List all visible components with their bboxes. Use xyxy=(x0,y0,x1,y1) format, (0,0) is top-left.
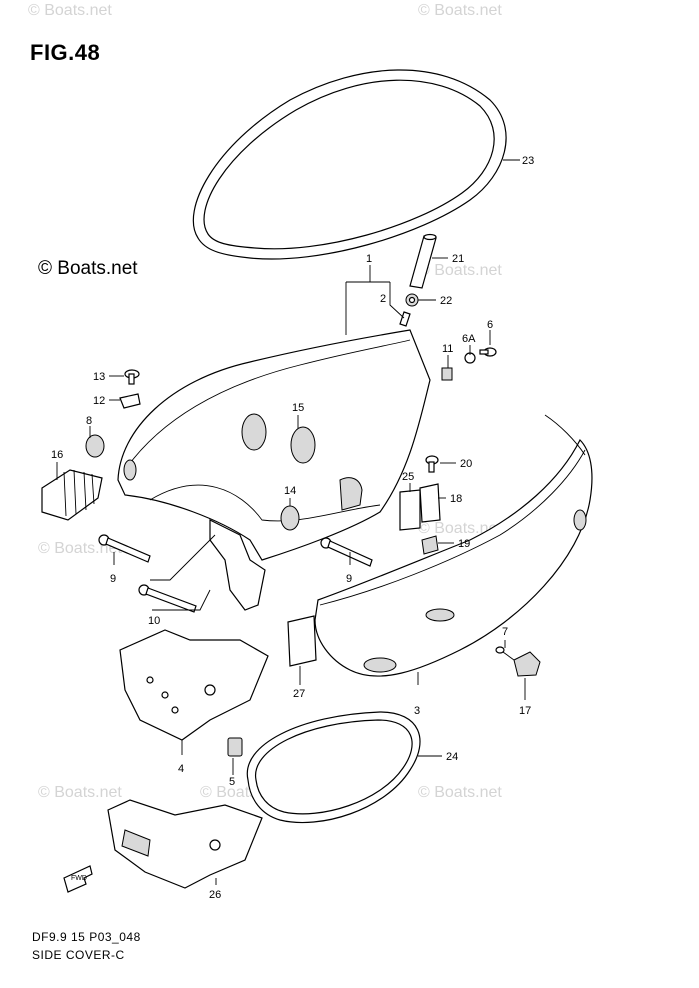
callout-19: 19 xyxy=(458,538,470,550)
seal-ring-24 xyxy=(246,711,421,824)
watermark: © Boats.net xyxy=(418,2,502,19)
watermark: © Boats.net xyxy=(418,784,502,801)
side-cover-left-1 xyxy=(117,329,431,561)
callout-13: 13 xyxy=(93,371,105,383)
callout-labels: 1 2 3 4 5 6 6A 7 8 9 9 10 11 12 13 14 15… xyxy=(51,155,534,901)
grommet-19 xyxy=(421,535,439,555)
callout-5: 5 xyxy=(229,776,235,788)
fwd-label: FWD xyxy=(71,875,87,882)
clip-25 xyxy=(399,489,421,531)
damper-17 xyxy=(513,651,541,677)
callout-9-left: 9 xyxy=(110,573,116,585)
callout-4: 4 xyxy=(178,763,184,775)
watermark: © Boats.net xyxy=(418,262,502,279)
callout-16: 16 xyxy=(51,449,63,461)
callout-23: 23 xyxy=(522,155,534,167)
drawing-code: DF9.9 15 P03_048 xyxy=(32,930,141,944)
callout-9-right: 9 xyxy=(346,573,352,585)
screw-13 xyxy=(124,369,140,385)
bolt-10 xyxy=(138,584,197,613)
callout-7: 7 xyxy=(502,626,508,638)
callout-11: 11 xyxy=(442,343,453,355)
callout-10: 10 xyxy=(148,615,160,627)
grommet-8 xyxy=(85,434,105,458)
screw-6 xyxy=(479,347,497,357)
screw-7 xyxy=(495,646,515,661)
callout-6A: 6A xyxy=(462,333,476,345)
drawing-name: SIDE COVER-C xyxy=(32,948,125,962)
callout-2: 2 xyxy=(380,293,386,305)
tube-21 xyxy=(409,233,437,289)
callout-3: 3 xyxy=(414,705,420,717)
callout-24: 24 xyxy=(446,751,458,763)
callout-1: 1 xyxy=(366,253,372,265)
callout-21: 21 xyxy=(452,253,464,265)
grommet-14 xyxy=(280,505,300,531)
pin-2 xyxy=(399,311,411,327)
cover-bracket xyxy=(209,519,266,611)
grommet-5 xyxy=(227,737,243,757)
grommet-15 xyxy=(290,426,316,464)
callout-17: 17 xyxy=(519,705,531,717)
pad-27 xyxy=(287,615,317,667)
watermark: © Boats.net xyxy=(28,2,112,19)
damper-16 xyxy=(41,469,103,521)
grommet-22 xyxy=(405,293,419,307)
main-watermark: © Boats.net xyxy=(38,258,138,279)
clip-18 xyxy=(419,483,441,523)
leader-lines xyxy=(56,159,526,885)
callout-27: 27 xyxy=(293,688,305,700)
callout-20: 20 xyxy=(460,458,472,470)
bolt-9-left xyxy=(98,534,151,563)
screw-20 xyxy=(425,455,439,473)
callout-22: 22 xyxy=(440,295,452,307)
figure-title: FIG.48 xyxy=(30,40,101,65)
clip-12 xyxy=(119,393,141,409)
bolt-9-right xyxy=(320,537,373,567)
watermark: © Boats.net xyxy=(418,520,502,537)
callout-18: 18 xyxy=(450,493,462,505)
bracket-26 xyxy=(107,799,263,889)
callout-25: 25 xyxy=(402,471,414,483)
callout-12: 12 xyxy=(93,395,105,407)
callout-8: 8 xyxy=(86,415,92,427)
callout-14: 14 xyxy=(284,485,296,497)
callout-15: 15 xyxy=(292,402,304,414)
bracket-4 xyxy=(119,629,269,741)
seal-ring-23 xyxy=(192,69,507,260)
nut-11 xyxy=(441,367,453,381)
fwd-arrow-icon xyxy=(63,865,93,893)
side-cover-right-3 xyxy=(314,414,593,677)
watermark: © Boats.net xyxy=(38,784,122,801)
callout-26: 26 xyxy=(209,889,221,901)
callout-6: 6 xyxy=(487,319,493,331)
